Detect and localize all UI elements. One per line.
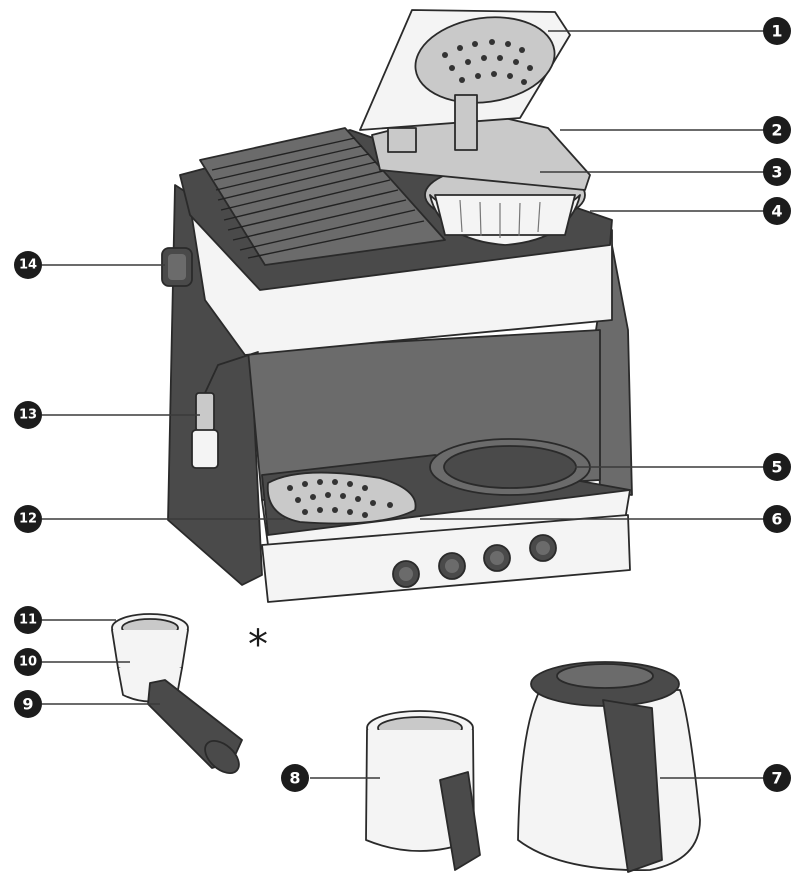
svg-text:9: 9	[22, 695, 33, 714]
callout-14: 14	[14, 251, 42, 279]
svg-text:13: 13	[19, 408, 37, 423]
callout-9: 9	[14, 690, 42, 718]
callout-1: 1	[763, 17, 791, 45]
svg-text:8: 8	[289, 769, 300, 788]
asterisk-marker: *	[248, 622, 268, 668]
control-knobs	[392, 534, 557, 588]
callout-11: 11	[14, 606, 42, 634]
carafe	[517, 661, 701, 873]
svg-text:11: 11	[19, 613, 37, 628]
portafilter	[111, 613, 243, 774]
callout-8: 8	[281, 764, 309, 792]
svg-text:6: 6	[771, 510, 782, 529]
callout-12: 12	[14, 505, 42, 533]
svg-text:12: 12	[19, 512, 37, 527]
callout-4: 4	[763, 197, 791, 225]
svg-text:14: 14	[19, 258, 37, 273]
machine-body	[161, 9, 633, 603]
callout-5: 5	[763, 453, 791, 481]
svg-text:10: 10	[19, 655, 37, 670]
callout-3: 3	[763, 158, 791, 186]
callout-6: 6	[763, 505, 791, 533]
svg-text:3: 3	[771, 163, 782, 182]
callout-7: 7	[763, 764, 791, 792]
callout-badges: 1 2 3 4 5 6 7 8 9 10 11 12 13 14	[14, 17, 791, 792]
svg-text:4: 4	[771, 202, 782, 221]
callout-10: 10	[14, 648, 42, 676]
espresso-jug	[365, 710, 481, 871]
callout-13: 13	[14, 401, 42, 429]
svg-text:5: 5	[771, 458, 782, 477]
svg-text:2: 2	[771, 121, 782, 140]
svg-text:1: 1	[771, 22, 782, 41]
svg-text:7: 7	[771, 769, 782, 788]
leader-lines	[42, 30, 764, 779]
callout-2: 2	[763, 116, 791, 144]
